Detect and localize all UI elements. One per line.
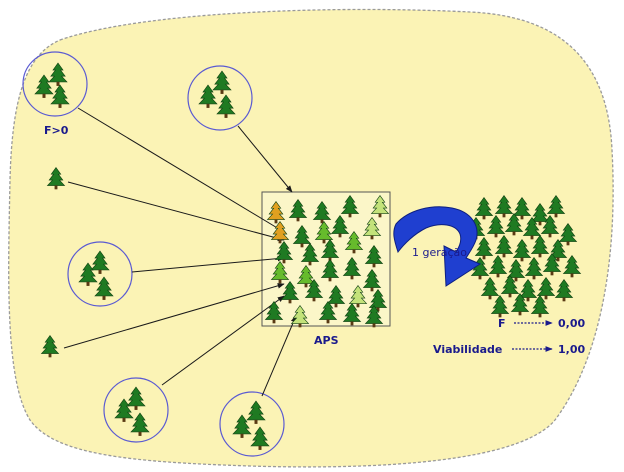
pine-tree-icon — [368, 289, 388, 312]
aps-label: APS — [314, 334, 339, 347]
pine-tree-icon — [270, 261, 290, 284]
pine-tree-icon — [304, 279, 324, 302]
flow-arrow — [161, 295, 285, 386]
pine-tree-icon — [488, 255, 508, 278]
f-positive-label: F>0 — [44, 124, 69, 137]
pine-tree-icon — [212, 70, 232, 94]
generation-label: 1 geração — [412, 246, 467, 259]
pine-tree-icon — [314, 221, 334, 244]
pine-tree-icon — [40, 335, 60, 358]
flow-arrow — [261, 315, 297, 397]
pine-tree-icon — [548, 239, 568, 262]
pine-tree-icon — [288, 199, 308, 222]
pine-tree-icon — [318, 301, 338, 324]
pine-tree-icon — [474, 237, 494, 260]
pine-tree-icon — [530, 203, 550, 226]
trees-layer — [34, 62, 582, 450]
pine-tree-icon — [362, 269, 382, 292]
subpopulation-circle — [103, 377, 169, 443]
f-value: 0,00 — [558, 317, 585, 330]
flow-arrow — [63, 283, 285, 349]
pine-tree-icon — [130, 412, 150, 436]
pine-tree-icon — [490, 295, 510, 318]
pine-tree-icon — [494, 235, 514, 258]
viability-label: Viabilidade — [433, 343, 502, 356]
pine-tree-icon — [522, 217, 542, 240]
flow-arrow — [131, 255, 285, 273]
pine-tree-icon — [362, 217, 382, 240]
pine-tree-icon — [540, 215, 560, 238]
pine-tree-icon — [542, 253, 562, 276]
pine-tree-icon — [348, 285, 368, 308]
pine-tree-icon — [280, 281, 300, 304]
pine-tree-icon — [340, 195, 360, 218]
flow-arrow — [237, 125, 293, 193]
pine-tree-icon — [126, 386, 146, 410]
pine-tree-icon — [512, 197, 532, 220]
subpopulation-circle — [67, 241, 133, 307]
pine-tree-icon — [292, 225, 312, 248]
pine-tree-icon — [504, 213, 524, 236]
pine-tree-icon — [290, 305, 310, 328]
pine-tree-icon — [94, 276, 114, 300]
pine-tree-icon — [232, 414, 252, 438]
pine-tree-icon — [494, 195, 514, 218]
pine-tree-icon — [48, 62, 68, 86]
pine-tree-icon — [320, 259, 340, 282]
gene-flow-arrows — [63, 107, 297, 397]
f-label: F — [498, 317, 506, 330]
pine-tree-icon — [500, 275, 520, 298]
pine-tree-icon — [270, 221, 290, 244]
pine-tree-icon — [536, 277, 556, 300]
subpopulation-circle — [219, 391, 285, 457]
pine-tree-icon — [342, 303, 362, 326]
subpopulation-circle — [187, 65, 253, 131]
pine-tree-icon — [34, 74, 54, 98]
pine-tree-icon — [364, 305, 384, 328]
pine-tree-icon — [50, 84, 70, 108]
pine-tree-icon — [300, 243, 320, 266]
flow-arrow — [77, 107, 285, 233]
pine-tree-icon — [296, 265, 316, 288]
pine-tree-icon — [78, 262, 98, 286]
pine-tree-icon — [326, 285, 346, 308]
pine-tree-icon — [510, 293, 530, 316]
pine-tree-icon — [342, 257, 362, 280]
pine-tree-icon — [246, 400, 266, 424]
pine-tree-icon — [90, 250, 110, 274]
pine-tree-icon — [530, 235, 550, 258]
pine-tree-icon — [518, 279, 538, 302]
pine-tree-icon — [274, 241, 294, 264]
pine-tree-icon — [114, 398, 134, 422]
pine-tree-icon — [480, 277, 500, 300]
pine-tree-icon — [198, 84, 218, 108]
pine-tree-icon — [546, 195, 566, 218]
pine-tree-icon — [562, 255, 582, 278]
pine-tree-icon — [46, 167, 66, 190]
pine-tree-icon — [264, 301, 284, 324]
pine-tree-icon — [250, 426, 270, 450]
pine-tree-icon — [558, 223, 578, 246]
pine-tree-icon — [330, 215, 350, 238]
pine-tree-icon — [486, 215, 506, 238]
pine-tree-icon — [312, 201, 332, 224]
pine-tree-icon — [370, 195, 390, 218]
pine-tree-icon — [344, 231, 364, 254]
pine-tree-icon — [530, 295, 550, 318]
pine-tree-icon — [216, 94, 236, 118]
pine-tree-icon — [266, 201, 286, 224]
pine-tree-icon — [512, 239, 532, 262]
pine-tree-icon — [474, 197, 494, 220]
subpopulation-circle — [22, 51, 88, 117]
pine-tree-icon — [554, 279, 574, 302]
viability-value: 1,00 — [558, 343, 585, 356]
flow-arrow — [67, 181, 285, 242]
curved-arrow-icon — [393, 206, 482, 287]
pine-tree-icon — [506, 259, 526, 282]
pine-tree-icon — [524, 257, 544, 280]
pine-tree-icon — [364, 245, 384, 268]
